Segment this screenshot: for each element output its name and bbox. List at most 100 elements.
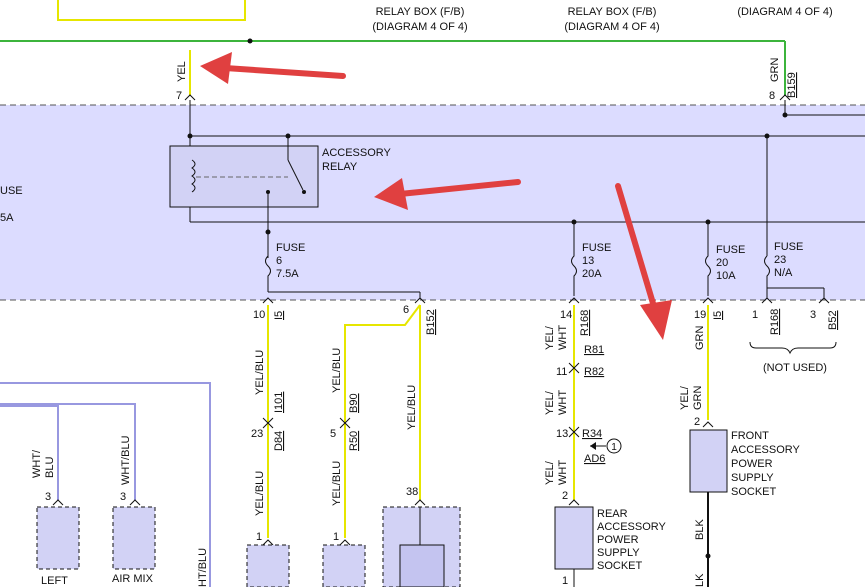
w1-connector-3: D84 (273, 431, 285, 451)
fuse-amp: 7.5A (276, 268, 299, 280)
fuse-6: FUSE 6 7.5A (265, 229, 305, 292)
w3-color-a: YEL/ (544, 325, 556, 350)
left-wire-color-b: BLU (44, 457, 56, 478)
w1-color-2: YEL/BLU (254, 471, 266, 516)
connector-chevron (262, 539, 274, 546)
rear-socket-line4: SUPPLY (597, 547, 640, 559)
annotation-arrow-3 (615, 183, 672, 340)
fuse-13: FUSE 13 20A (571, 219, 611, 296)
left-edge-wire-label: HT/BLU (197, 548, 209, 587)
ref-circle-icon (606, 438, 622, 454)
arrow-shaft (222, 65, 346, 79)
fuse-20: FUSE 20 10A (705, 219, 745, 296)
w1-pin-3: 1 (256, 531, 262, 543)
w1-color: YEL/BLU (254, 350, 266, 395)
annotation-arrow-1 (200, 52, 346, 84)
fuse-number: 6 (276, 255, 282, 267)
w3-connector-3: R82 (584, 366, 604, 378)
component-inner-box (399, 544, 445, 587)
relay-label-line2: RELAY (322, 161, 358, 173)
fuse-symbol-icon (265, 232, 271, 292)
w3-color-2a: YEL/ (544, 390, 556, 415)
component-box-d84 (246, 544, 290, 587)
left-component-label: LEFT (41, 575, 68, 587)
left-pin-b: 3 (120, 491, 126, 503)
inline-connector-icon (568, 362, 580, 374)
w5-pin-2: 3 (810, 309, 816, 321)
left-fuse-label: USE (0, 185, 23, 197)
w4-color-2b: GRN (692, 386, 704, 411)
w5-pin-1: 1 (752, 309, 758, 321)
splice-dot (782, 112, 788, 118)
annotation-arrow-2 (374, 178, 521, 210)
connector-chevron (568, 499, 580, 506)
front-socket-line1: FRONT (731, 430, 769, 442)
splice-dot (705, 553, 711, 559)
fuse-number: 23 (774, 254, 786, 266)
relay-box-label-2: RELAY BOX (F/B) (568, 6, 657, 18)
w2-color-2: YEL/BLU (331, 461, 343, 506)
rear-socket-line3: POWER (597, 534, 639, 546)
w2-color: YEL/BLU (331, 348, 343, 393)
connector-chevron (779, 94, 791, 101)
left-wire-blu-2 (0, 403, 136, 500)
w3-connector-4: R34 (582, 428, 602, 440)
arrow-head-icon (374, 178, 408, 210)
grn-pin: 8 (769, 90, 775, 102)
rear-socket-box (554, 506, 594, 570)
left-component-box (36, 506, 80, 570)
left-wire-outline (0, 382, 211, 587)
fuse-symbol-icon (764, 255, 770, 288)
not-used-bracket (749, 341, 837, 355)
connector-chevron (52, 499, 64, 506)
w2-pin-4: 38 (406, 486, 418, 498)
relay-output-dot (266, 190, 270, 194)
arrow-head-icon (640, 300, 672, 340)
w2-connector: B152 (425, 309, 437, 335)
fuse-label: FUSE (774, 241, 803, 253)
arrow-shaft (397, 179, 521, 197)
fuse-label: FUSE (582, 242, 611, 254)
relay-switch-contact (287, 159, 304, 191)
connector-chevron (414, 297, 426, 304)
front-socket-box (689, 429, 728, 493)
diagram-ref-1: (DIAGRAM 4 OF 4) (372, 21, 467, 33)
fuse-number: 13 (582, 255, 594, 267)
connector-chevron (262, 297, 274, 304)
w4-color-4: LK (694, 573, 706, 587)
airmix-component-box (112, 506, 156, 570)
splice-dot (187, 133, 193, 139)
fuse-amp: 20A (582, 268, 602, 280)
w3-connector-2: R81 (584, 344, 604, 356)
w1-pin: 10 (253, 309, 265, 321)
w2-connector-3: R50 (348, 431, 360, 451)
yel-wire-label: YEL (176, 61, 188, 82)
diagram-ref-2: (DIAGRAM 4 OF 4) (564, 21, 659, 33)
fuse-symbol-icon (705, 222, 711, 296)
front-socket-line2: ACCESSORY (731, 444, 801, 456)
connector-chevron (761, 297, 773, 304)
w3-color-b: WHT (557, 325, 569, 350)
w4-connector: I5 (712, 311, 724, 320)
w1-pin-2: 23 (251, 428, 263, 440)
wire-yel-blu-2 (344, 304, 421, 538)
w4-color-3: BLK (694, 519, 706, 540)
connector-chevron (184, 94, 196, 101)
w3-pin-2: 11 (556, 366, 567, 378)
connector-chevron (414, 499, 426, 506)
w2-pin-2: 5 (330, 428, 336, 440)
w2-pin: 6 (403, 304, 409, 316)
w3-pin-3: 13 (556, 428, 568, 440)
airmix-component-label: AIR MIX (112, 573, 154, 585)
relay-label-line1: ACCESSORY (322, 147, 392, 159)
connector-chevron (129, 499, 141, 506)
connector-chevron (339, 539, 351, 546)
ref-arrow-icon (590, 442, 596, 450)
relay-contact-dot (302, 190, 306, 194)
w4-color: GRN (694, 326, 706, 351)
w3-connector-5: AD6 (584, 453, 605, 465)
relay-box-label-1: RELAY BOX (F/B) (376, 6, 465, 18)
w5-connector-1: R168 (769, 309, 781, 335)
w2-connector-2: B90 (348, 393, 360, 413)
